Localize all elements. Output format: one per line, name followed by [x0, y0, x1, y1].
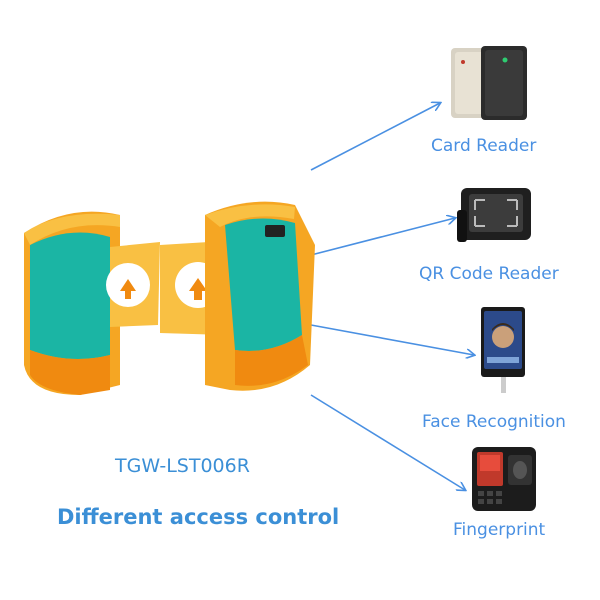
arrow-to-face-recognition	[310, 324, 474, 355]
left-cabinet	[24, 211, 120, 395]
left-flap	[106, 242, 160, 327]
card-reader-label: Card Reader	[431, 136, 537, 156]
arrow-to-card-reader	[310, 103, 440, 171]
product-tagline: Different access control	[57, 505, 340, 529]
arrow-to-qr-reader	[310, 218, 455, 256]
right-cabinet	[205, 201, 315, 391]
qr-code-reader-label: QR Code Reader	[419, 264, 559, 284]
card-reader-icon	[451, 46, 527, 120]
qr-code-reader-icon	[457, 188, 531, 242]
arrow-to-fingerprint	[310, 394, 465, 490]
product-model: TGW-LST006R	[115, 455, 250, 477]
fingerprint-label: Fingerprint	[453, 520, 546, 540]
turnstile-illustration	[24, 201, 315, 395]
face-recognition-terminal-icon	[481, 307, 525, 393]
fingerprint-terminal-icon	[472, 447, 536, 511]
face-recognition-label: Face Recognition	[422, 412, 566, 432]
